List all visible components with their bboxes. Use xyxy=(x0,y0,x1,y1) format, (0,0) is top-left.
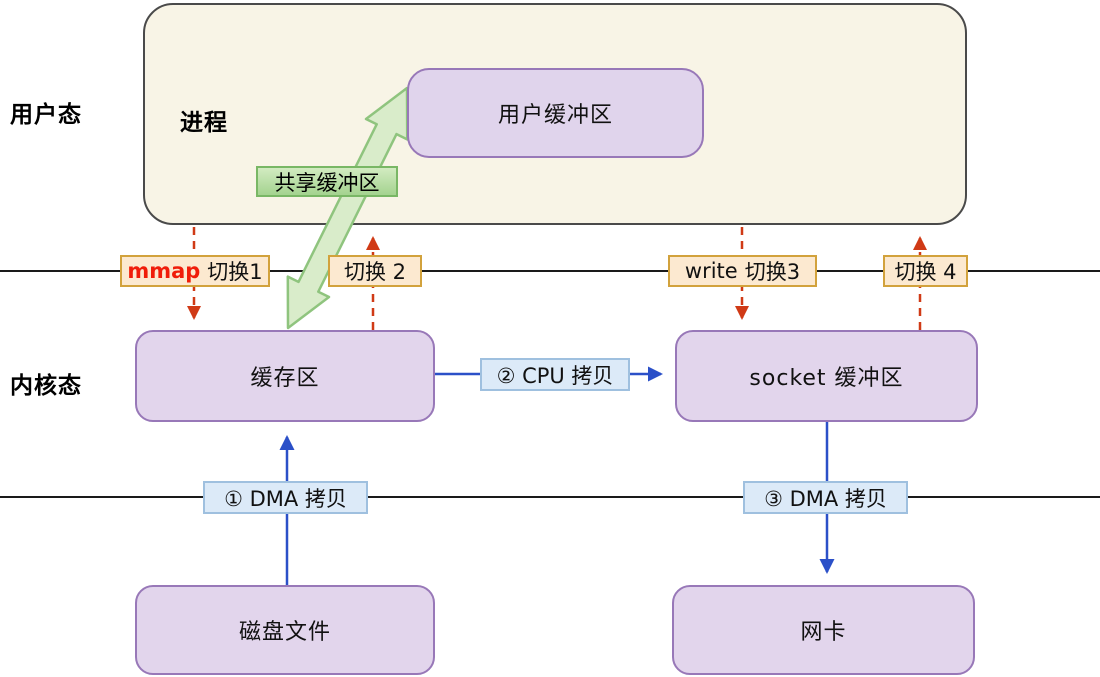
cpu-copy2-text: ② CPU 拷贝 xyxy=(496,363,614,388)
shared-buffer-tag: 共享缓冲区 xyxy=(256,166,398,197)
write-keyword: write xyxy=(684,259,738,283)
socket-buffer-box: socket 缓冲区 xyxy=(675,330,978,422)
dma-copy3-label: ③ DMA 拷贝 xyxy=(743,481,908,514)
switch2-text: 切换 2 xyxy=(343,260,407,284)
mmap-keyword: mmap xyxy=(127,259,201,283)
nic-box: 网卡 xyxy=(672,585,975,675)
switch3-text: 切换3 xyxy=(744,260,801,284)
kernel-buffer-box: 缓存区 xyxy=(135,330,435,422)
kernel-mode-label: 内核态 xyxy=(10,373,82,399)
switch2-label: 切换 2 xyxy=(328,255,422,287)
switch4-label: 切换 4 xyxy=(883,255,968,287)
switch3-label: write 切换3 xyxy=(668,255,817,287)
dma-copy3-text: ③ DMA 拷贝 xyxy=(764,486,887,511)
user-mode-label: 用户态 xyxy=(10,102,82,128)
shared-buffer-double-arrow-icon xyxy=(286,86,409,330)
dma-copy1-label: ① DMA 拷贝 xyxy=(203,481,368,514)
shared-buffer-tag-label: 共享缓冲区 xyxy=(274,170,380,195)
disk-file-box: 磁盘文件 xyxy=(135,585,435,675)
user-buffer-box: 用户缓冲区 xyxy=(407,68,704,158)
user-buffer-label: 用户缓冲区 xyxy=(497,103,613,128)
cpu-copy2-label: ② CPU 拷贝 xyxy=(480,358,630,391)
socket-buffer-label: socket 缓冲区 xyxy=(749,366,904,391)
dma-copy1-text: ① DMA 拷贝 xyxy=(224,486,347,511)
disk-file-label: 磁盘文件 xyxy=(238,620,331,645)
nic-label: 网卡 xyxy=(800,620,847,645)
kernel-buffer-label: 缓存区 xyxy=(250,366,320,391)
switch1-label: mmap 切换1 xyxy=(120,255,270,287)
process-title: 进程 xyxy=(180,110,228,136)
switch1-text: 切换1 xyxy=(207,260,263,284)
switch4-text: 切换 4 xyxy=(894,260,957,284)
